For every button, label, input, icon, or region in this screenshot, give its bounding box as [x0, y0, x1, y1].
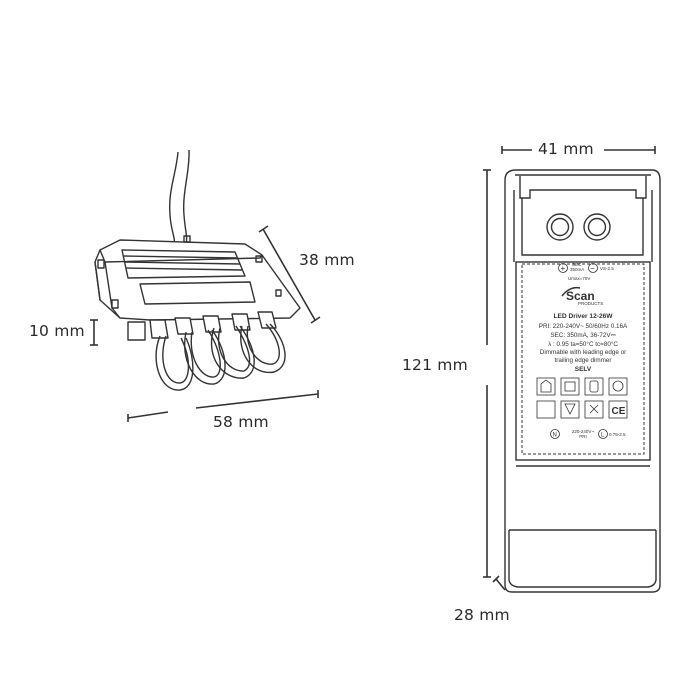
l-terminal: L [601, 433, 605, 439]
label-panel [515, 261, 651, 461]
driver-title: LED Driver 12-26W [554, 313, 614, 320]
brand-name: Scan [566, 289, 595, 303]
terminal-screw-left [546, 213, 574, 241]
terminal-screw-right [583, 213, 611, 241]
sec-right: VS-2.5 [600, 266, 614, 271]
input-voltage: 220-240V~ [572, 429, 595, 434]
dim-label-58mm: 58 mm [213, 413, 269, 431]
minus-symbol: − [590, 264, 595, 273]
wire-loop [184, 329, 226, 385]
cert-icon-3 [584, 377, 604, 396]
wire-loop [210, 325, 255, 379]
dim-38-line [262, 228, 316, 321]
dim-28-line [495, 578, 506, 591]
n-terminal: N [553, 433, 557, 439]
dimmable-line-1: Dimmable with leading edge or [540, 349, 626, 356]
cert-icon-6 [560, 400, 580, 419]
sec-current: 350mA [570, 267, 584, 272]
selv-mark: SELV [575, 366, 592, 373]
connector-hub [94, 149, 301, 391]
dimension-lines-right [483, 146, 656, 591]
cert-icon-5 [536, 400, 556, 419]
sec-max: Umax=70V [568, 276, 590, 281]
dim-58-line-a [127, 411, 169, 419]
cert-icon-7 [584, 400, 604, 419]
dim-label-28mm: 28 mm [454, 606, 510, 624]
label-plate [139, 281, 256, 305]
driver-label-content: + SEC 350mA Umax=70V − VS-2.5 Scan PRODU… [536, 262, 628, 439]
input-pri: PRI [579, 434, 587, 439]
dimension-lines-left [90, 225, 321, 422]
dim-label-10mm: 10 mm [29, 322, 85, 340]
cert-icon-8 [608, 400, 628, 419]
cert-icon-1 [536, 377, 556, 396]
dimmable-line-2: trailing edge dimmer [554, 357, 611, 364]
cert-icon-4 [608, 377, 628, 396]
dim-58-line-b [195, 393, 319, 409]
wire-loop [155, 335, 194, 391]
dim-label-121mm: 121 mm [402, 356, 468, 374]
led-driver [504, 169, 661, 593]
cert-icon-2 [560, 377, 580, 396]
plus-symbol: + [561, 264, 566, 273]
dim-label-41mm: 41 mm [538, 140, 594, 158]
wire-loop [240, 323, 286, 374]
brand-logo-icon [561, 286, 581, 297]
driver-body [504, 169, 661, 593]
connector-slots [127, 311, 277, 341]
hub-housing [94, 239, 301, 321]
lambda-spec: λ : 0.95 ta=50°C tc=80°C [548, 340, 618, 348]
pri-spec: PRI: 220-240V~ 50/60Hz 0.16A [539, 323, 628, 330]
ce-mark: CE [612, 406, 626, 417]
sec-spec: SEC: 350mA, 36-72V⎓ [550, 332, 615, 339]
sec-top: SEC [572, 262, 582, 267]
brand-sub: PRODUCTS [578, 301, 603, 306]
terminal-gauge: 0.75-2.5 [609, 432, 626, 437]
cable [168, 151, 179, 247]
dim-label-38mm: 38 mm [299, 251, 355, 269]
